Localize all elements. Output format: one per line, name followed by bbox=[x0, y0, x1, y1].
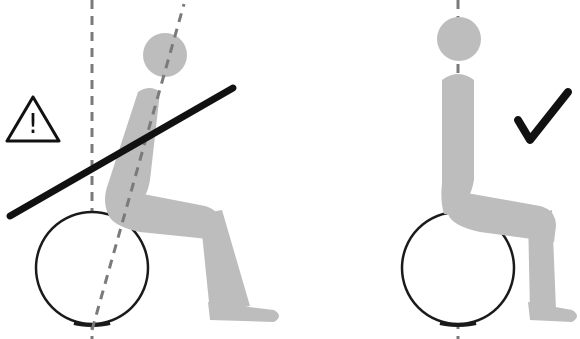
warning-triangle-icon: ! bbox=[7, 97, 59, 141]
lower-leg bbox=[200, 210, 250, 312]
lower-leg bbox=[528, 210, 556, 312]
checkmark-icon bbox=[518, 92, 568, 140]
warning-exclamation-mark: ! bbox=[27, 107, 38, 140]
head bbox=[437, 17, 481, 61]
correct-posture-panel bbox=[402, 0, 577, 339]
head bbox=[143, 33, 187, 77]
incorrect-posture-panel: ! bbox=[7, 0, 279, 339]
